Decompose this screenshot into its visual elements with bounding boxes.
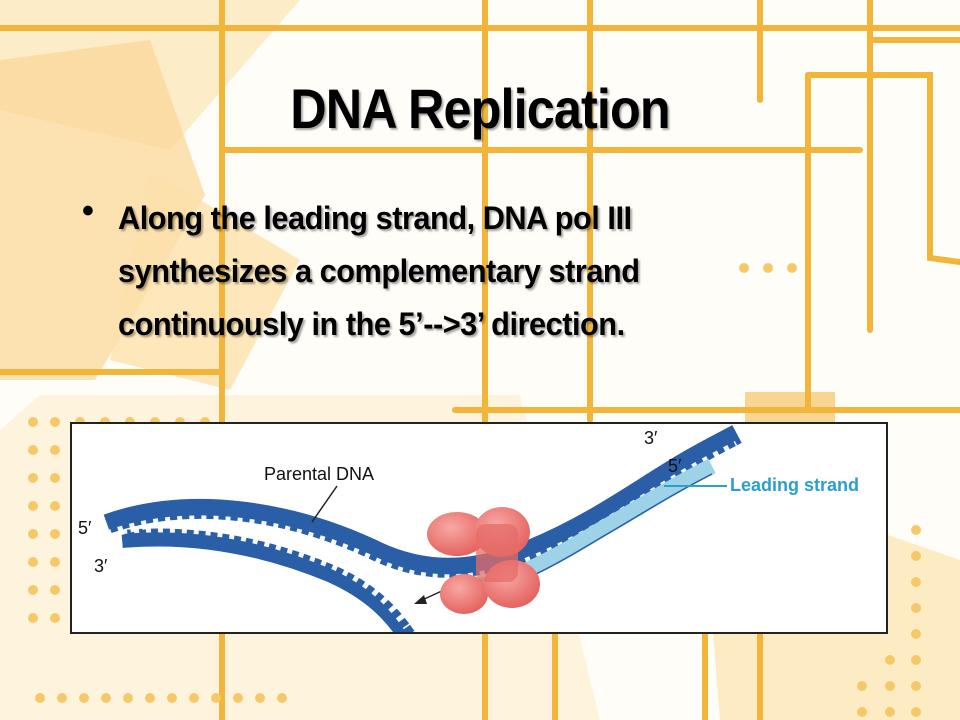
parental-dna-pointer: [311, 485, 338, 523]
bullet-item: • Along the leading strand, DNA pol III …: [80, 192, 800, 351]
five-prime-right-label: 5′: [668, 456, 682, 476]
five-prime-left-label: 5′: [78, 518, 92, 538]
bullet-marker: •: [82, 192, 94, 230]
parental-lower-strand: [121, 528, 415, 632]
leading-strand-label: Leading strand: [730, 475, 859, 495]
dna-replication-figure: Parental DNA Leading strand 5′ 3′ 3′ 5′: [70, 422, 888, 634]
parental-dna-label: Parental DNA: [264, 464, 374, 484]
three-prime-left-label: 3′: [94, 556, 108, 576]
three-prime-top-label: 3′: [644, 428, 658, 448]
dna-polymerase-icon: [427, 507, 540, 614]
direction-arrow-icon: [414, 589, 445, 604]
bullet-list: • Along the leading strand, DNA pol III …: [80, 192, 800, 351]
slide-title: DNA Replication: [290, 77, 670, 140]
bullet-text: Along the leading strand, DNA pol III sy…: [118, 200, 640, 342]
